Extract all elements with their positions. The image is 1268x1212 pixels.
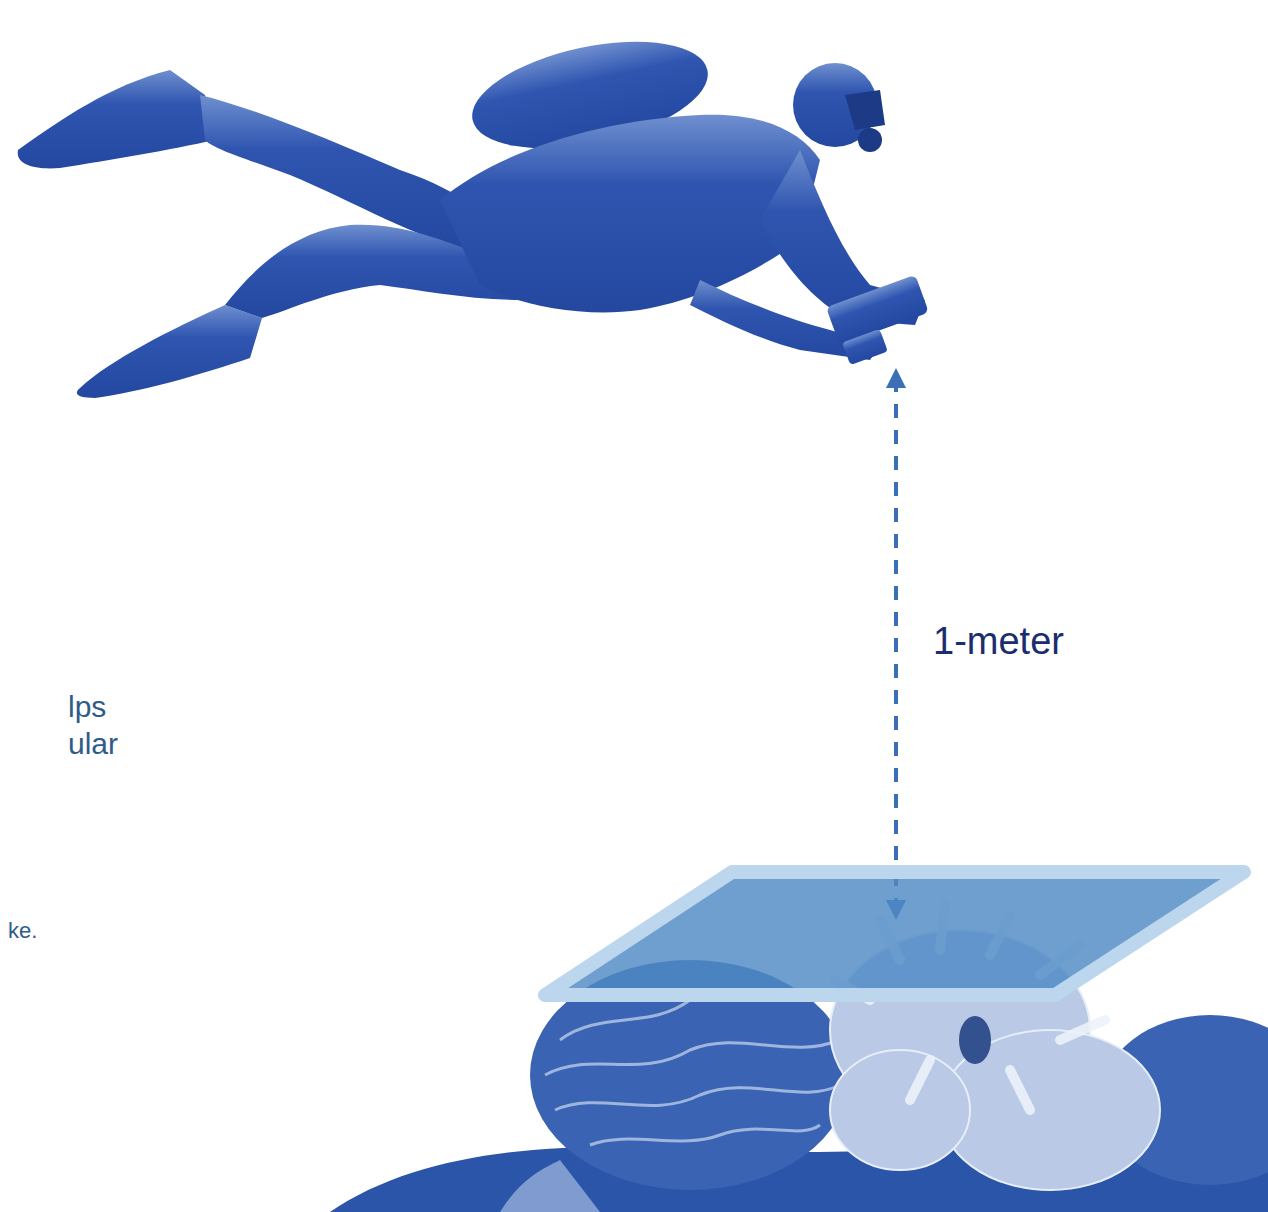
body-text-fragment: lps (68, 690, 106, 725)
note-text-fragment: ke. (8, 918, 37, 943)
quadrat-frame (545, 872, 1244, 995)
dimension-arrow (894, 378, 898, 910)
body-text-fragment: ular (68, 727, 118, 762)
diver-silhouette (18, 23, 929, 398)
dimension-label: 1-meter (933, 620, 1064, 664)
